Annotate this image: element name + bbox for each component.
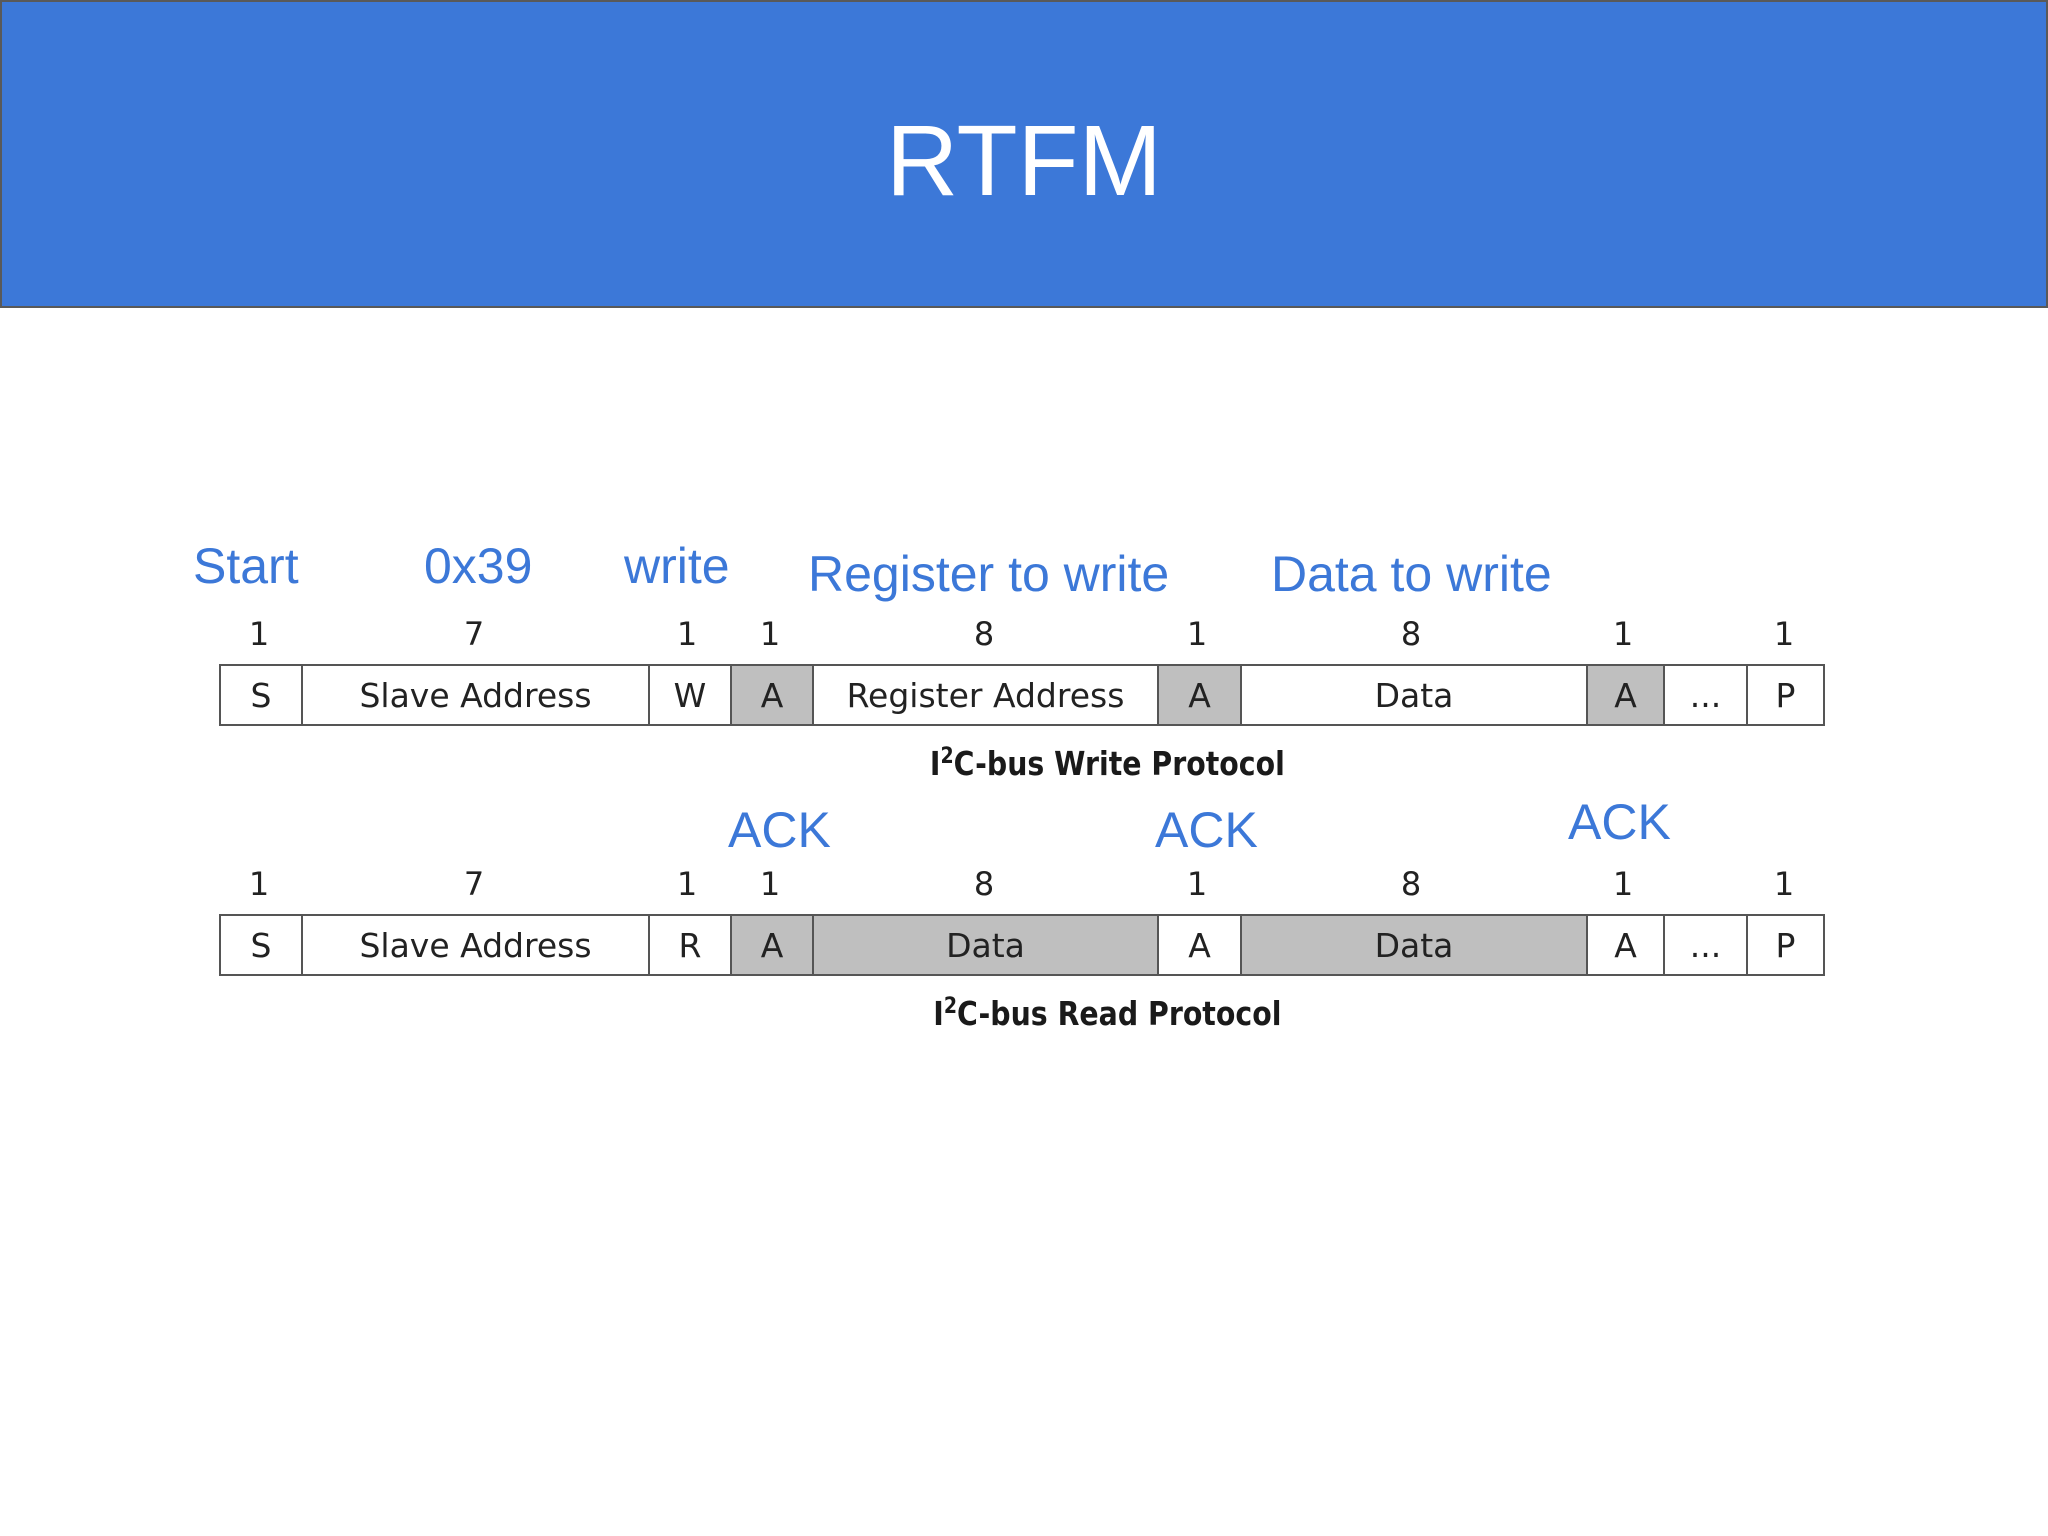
- annotation-ack-1: ACK: [728, 802, 831, 858]
- caption-superscript: 2: [943, 994, 958, 1019]
- field-slave-address: Slave Address: [303, 666, 650, 724]
- field-stop: P: [1748, 666, 1823, 724]
- annotation-start: Start: [193, 538, 299, 594]
- bit-count: 1: [676, 865, 698, 903]
- field-ack: A: [732, 916, 814, 974]
- caption-text: C-bus Write Protocol: [953, 744, 1285, 783]
- annotation-ack-3: ACK: [1568, 794, 1671, 850]
- bit-count: 1: [759, 615, 781, 653]
- bit-count: 1: [1186, 865, 1208, 903]
- bit-count: 7: [463, 865, 485, 903]
- bit-count: 7: [463, 615, 485, 653]
- read-protocol-caption: I2C-bus Read Protocol: [158, 994, 1919, 1033]
- field-ack: A: [1159, 666, 1242, 724]
- field-ellipsis: ...: [1665, 916, 1748, 974]
- field-write-bit: W: [650, 666, 732, 724]
- field-data: Data: [814, 916, 1159, 974]
- caption-superscript: 2: [940, 744, 954, 769]
- bit-count: 1: [248, 615, 270, 653]
- field-data: Data: [1242, 916, 1588, 974]
- field-ellipsis: ...: [1665, 666, 1748, 724]
- bit-count: 1: [676, 615, 698, 653]
- bit-count: 1: [248, 865, 270, 903]
- field-ack: A: [1588, 916, 1665, 974]
- annotation-address: 0x39: [424, 538, 533, 594]
- field-read-bit: R: [650, 916, 732, 974]
- field-start: S: [221, 916, 303, 974]
- bit-count: 1: [1773, 865, 1795, 903]
- bit-count: 1: [1612, 865, 1634, 903]
- bit-count: 8: [1400, 865, 1422, 903]
- field-ack: A: [1588, 666, 1665, 724]
- field-ack: A: [1159, 916, 1242, 974]
- field-ack: A: [732, 666, 814, 724]
- bit-count: 1: [1186, 615, 1208, 653]
- field-start: S: [221, 666, 303, 724]
- caption-prefix: I: [933, 994, 944, 1033]
- annotation-ack-2: ACK: [1155, 802, 1258, 858]
- field-register-address: Register Address: [814, 666, 1159, 724]
- field-stop: P: [1748, 916, 1823, 974]
- field-data: Data: [1242, 666, 1588, 724]
- annotation-data: Data to write: [1271, 546, 1552, 602]
- caption-text: C-bus Read Protocol: [957, 994, 1282, 1033]
- bit-count: 8: [1400, 615, 1422, 653]
- write-protocol-caption: I2C-bus Write Protocol: [158, 744, 1919, 783]
- title-banner: RTFM: [0, 0, 2048, 308]
- bit-count: 1: [1773, 615, 1795, 653]
- write-protocol-frame: S Slave Address W A Register Address A D…: [219, 664, 1825, 726]
- bit-count: 1: [1612, 615, 1634, 653]
- read-protocol-frame: S Slave Address R A Data A Data A ... P: [219, 914, 1825, 976]
- caption-prefix: I: [929, 744, 941, 783]
- bit-count: 8: [973, 615, 995, 653]
- field-slave-address: Slave Address: [303, 916, 650, 974]
- bit-count: 1: [759, 865, 781, 903]
- annotation-write: write: [624, 538, 730, 594]
- bit-count: 8: [973, 865, 995, 903]
- annotation-register: Register to write: [808, 546, 1170, 602]
- slide-title: RTFM: [886, 105, 1162, 217]
